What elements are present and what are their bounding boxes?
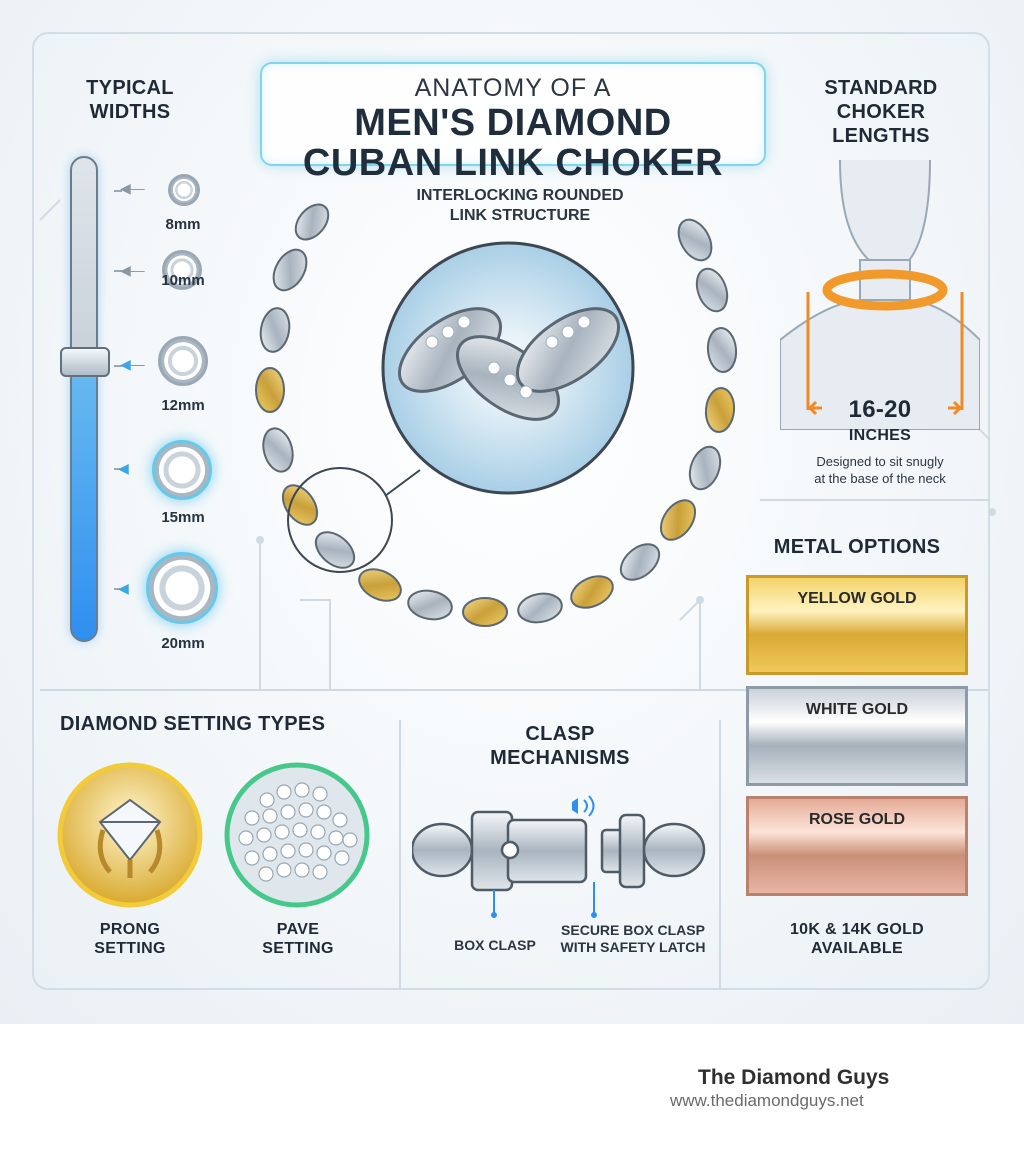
brand-url[interactable]: www.thediamondguys.net (670, 1091, 864, 1110)
metal-label-white-gold: WHITE GOLD (805, 701, 909, 718)
lengths-heading: STANDARD CHOKER LENGTHS (806, 76, 956, 148)
secure-clasp-label-line-2: WITH SAFETY LATCH (560, 939, 706, 955)
title-line-2: CUBAN LINK CHOKER (302, 142, 724, 184)
metal-label-rose-gold: ROSE GOLD (808, 811, 905, 828)
length-note-line-1: Designed to sit snugly (816, 454, 944, 469)
widths-heading-line-2: WIDTHS (89, 101, 171, 123)
length-note: Designed to sit snugly at the base of th… (780, 453, 980, 487)
metal-swatch-white-gold[interactable]: WHITE GOLD (746, 686, 968, 786)
metal-swatch-rose-gold[interactable]: ROSE GOLD (746, 796, 968, 896)
clasp-heading: CLASP MECHANISMS (470, 722, 650, 770)
metals-footnote: 10K & 14K GOLD AVAILABLE (746, 920, 968, 958)
box-clasp-illustration (412, 795, 706, 918)
arrow-left-icon: ◀— (120, 356, 145, 372)
metals-footnote-line-1: 10K & 14K GOLD (789, 921, 924, 938)
metal-label-yellow-gold: YELLOW GOLD (797, 590, 917, 607)
pave-label-line-1: PAVE (276, 921, 320, 938)
slider-tick (114, 190, 122, 192)
widths-heading: TYPICAL WIDTHS (70, 76, 190, 124)
arrow-left-icon: ◀— (120, 262, 145, 278)
metals-footnote-line-2: AVAILABLE (811, 940, 903, 957)
arrow-left-icon: ◀ (118, 460, 129, 476)
title-box: ANATOMY OF A MEN'S DIAMOND CUBAN LINK CH… (260, 62, 766, 183)
width-label-8mm: 8mm (165, 216, 201, 233)
pave-label-line-2: SETTING (262, 940, 334, 957)
slider-tick (114, 270, 122, 272)
clasp-heading-line-2: MECHANISMS (490, 747, 630, 769)
width-slider-handle[interactable] (60, 347, 110, 377)
width-label-15mm: 15mm (161, 509, 205, 526)
title-kicker: ANATOMY OF A (414, 74, 612, 102)
width-ring-12mm-icon (158, 336, 208, 386)
secure-clasp-label: SECURE BOX CLASP WITH SAFETY LATCH (548, 922, 718, 956)
infographic-panel: ANATOMY OF A MEN'S DIAMOND CUBAN LINK CH… (0, 0, 1024, 1024)
pave-label: PAVE SETTING (248, 920, 348, 958)
prong-label-line-1: PRONG (99, 921, 161, 938)
neck-figure-illustration (780, 160, 980, 430)
settings-heading: DIAMOND SETTING TYPES (60, 713, 326, 735)
pave-setting-icon (224, 762, 370, 908)
clasp-heading-line-1: CLASP (525, 723, 595, 745)
secure-clasp-label-line-1: SECURE BOX CLASP (561, 922, 705, 938)
arrow-left-icon: ◀— (120, 180, 145, 196)
arrow-left-icon: ◀ (118, 580, 129, 596)
chain-callout-line-1: INTERLOCKING ROUNDED (416, 187, 624, 204)
lengths-heading-line-3: LENGTHS (832, 125, 930, 147)
metals-heading: METAL OPTIONS (773, 536, 941, 558)
metal-swatch-yellow-gold[interactable]: YELLOW GOLD (746, 575, 968, 675)
slider-tick (114, 468, 122, 470)
width-label-10mm: 10mm (161, 272, 205, 289)
chain-callout-line-2: LINK STRUCTURE (449, 207, 591, 224)
slider-tick (114, 588, 122, 590)
width-ring-8mm-icon (168, 174, 200, 206)
slider-tick (114, 365, 122, 367)
brand-name: The Diamond Guys (698, 1066, 890, 1089)
width-label-20mm: 20mm (161, 635, 205, 652)
widths-heading-line-1: TYPICAL (86, 77, 174, 99)
width-ring-15mm-icon (152, 440, 212, 500)
prong-setting-icon (57, 762, 203, 908)
box-clasp-label: BOX CLASP (454, 937, 536, 953)
width-label-12mm: 12mm (161, 397, 205, 414)
length-range: 16-20 (848, 396, 912, 423)
lengths-heading-line-1: STANDARD (824, 77, 938, 99)
prong-label: PRONG SETTING (80, 920, 180, 958)
length-unit: INCHES (848, 427, 912, 444)
width-ring-20mm-icon (146, 552, 218, 624)
cuban-chain-illustration (255, 203, 738, 627)
length-note-line-2: at the base of the neck (814, 471, 946, 486)
width-slider-track[interactable] (70, 156, 98, 642)
lengths-heading-line-2: CHOKER (836, 101, 926, 123)
prong-label-line-2: SETTING (94, 940, 166, 957)
title-line-1: MEN'S DIAMOND (354, 102, 672, 144)
width-ring-10mm-icon (162, 250, 202, 290)
chain-callout: INTERLOCKING ROUNDED LINK STRUCTURE (360, 186, 680, 226)
